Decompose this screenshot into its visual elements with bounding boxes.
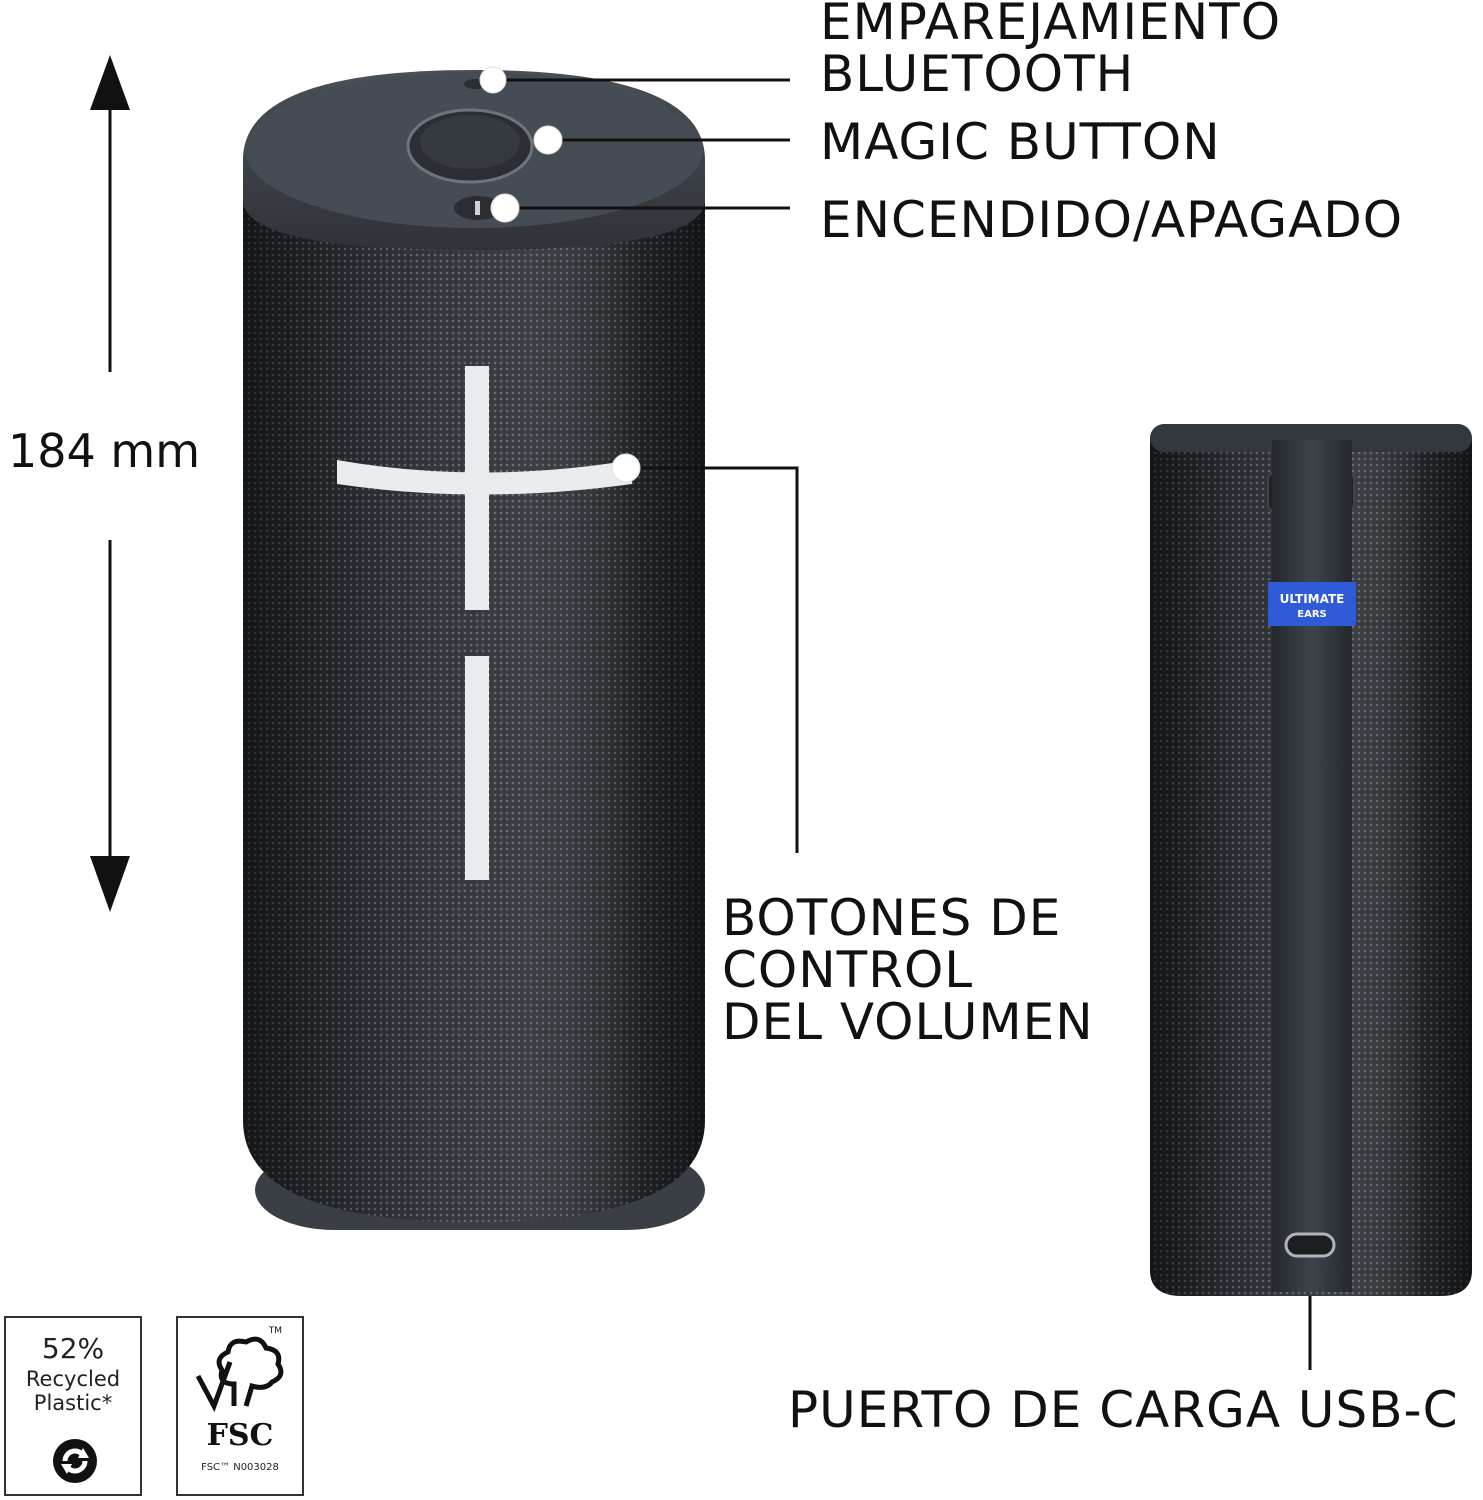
logo-line-1: ULTIMATE xyxy=(1280,592,1345,606)
recycled-line-1: Recycled xyxy=(25,1367,121,1391)
callout-lines xyxy=(493,78,1312,1370)
recycled-plastic-badge: 52% Recycled Plastic* xyxy=(4,1316,142,1496)
main-speaker xyxy=(243,70,705,1230)
fsc-tm: TM xyxy=(268,1326,282,1336)
back-speaker: ULTIMATE EARS xyxy=(1150,424,1472,1296)
fsc-code: FSC™ N003028 xyxy=(201,1462,279,1473)
recycled-line-2: Plastic* xyxy=(33,1391,113,1415)
fsc-name: FSC xyxy=(206,1418,274,1453)
label-power: ENCENDIDO/APAGADO xyxy=(820,191,1404,249)
callout-dot-pairing xyxy=(479,66,507,94)
callout-dot-volume xyxy=(611,453,641,483)
callout-dot-power xyxy=(490,193,520,223)
callout-dot-magic xyxy=(533,125,563,155)
strap xyxy=(1272,440,1352,1292)
label-volume-buttons: BOTONES DE CONTROL DEL VOLUMEN xyxy=(722,889,1094,1051)
label-bluetooth-pairing: EMPAREJAMIENTO BLUETOOTH xyxy=(820,0,1282,103)
dimension-arrow xyxy=(90,55,130,912)
dimension-value: 184 mm xyxy=(8,424,201,478)
arrow-down-icon xyxy=(90,856,130,912)
logo-line-2: EARS xyxy=(1297,609,1326,620)
label-magic-button: MAGIC BUTTON xyxy=(820,113,1221,171)
ultimate-ears-logo xyxy=(1268,582,1356,626)
usb-c-port-icon xyxy=(1284,1232,1336,1258)
fsc-badge: TM FSC FSC™ N003028 xyxy=(176,1316,304,1496)
label-usb-c-port: PUERTO DE CARGA USB-C xyxy=(788,1381,1459,1439)
fsc-tree-icon xyxy=(195,1336,284,1412)
arrow-up-icon xyxy=(90,55,130,110)
recycled-percent: 52% xyxy=(41,1332,105,1365)
volume-down-icon xyxy=(465,656,489,880)
recycle-icon xyxy=(53,1439,97,1483)
